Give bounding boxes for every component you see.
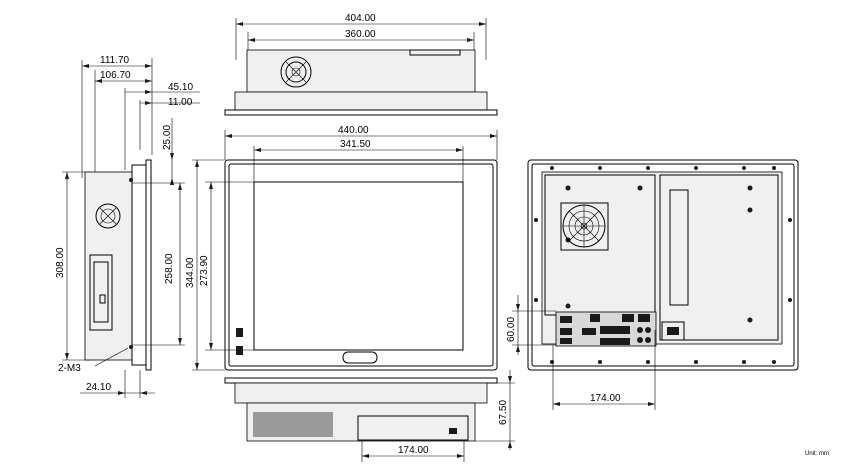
vent-pattern bbox=[253, 412, 333, 437]
side-hole-label: 2-M3 bbox=[58, 363, 81, 374]
top-inner-width-label: 360.00 bbox=[345, 29, 376, 40]
side-fan-icon bbox=[95, 203, 121, 229]
front-outer-width-label: 440.00 bbox=[338, 125, 369, 136]
side-depth-front-label: 45.10 bbox=[168, 82, 193, 93]
front-outer-height-label: 344.00 bbox=[185, 257, 196, 288]
unit-note: Unit: mm bbox=[805, 451, 829, 457]
front-view: 440.00 341.50 344.00 273.90 bbox=[185, 125, 498, 371]
top-view: 404.00 360.00 bbox=[224, 13, 498, 116]
front-screen-width-label: 341.50 bbox=[340, 139, 371, 150]
bottom-view: 67.50 174.00 bbox=[224, 370, 515, 462]
side-height-label: 308.00 bbox=[55, 247, 66, 278]
side-view: 111.70 106.70 45.10 11.00 25.00 258.00 3… bbox=[55, 55, 200, 398]
side-bezel-label: 11.00 bbox=[168, 97, 193, 108]
bottom-offset-label: 174.00 bbox=[398, 445, 429, 456]
rear-io-offset-label: 174.00 bbox=[590, 393, 621, 404]
top-outer-width-label: 404.00 bbox=[345, 13, 376, 24]
side-top-offset-label: 25.00 bbox=[162, 125, 173, 150]
side-mount-spacing-label: 258.00 bbox=[164, 253, 175, 284]
rear-view: 60.00 174.00 bbox=[506, 159, 799, 410]
bottom-depth-label: 67.50 bbox=[498, 400, 509, 425]
top-fan-icon bbox=[280, 56, 312, 88]
side-bottom-offset-label: 24.10 bbox=[86, 382, 111, 393]
rear-fan-icon bbox=[560, 202, 609, 251]
front-screen-height-label: 273.90 bbox=[199, 255, 210, 286]
side-depth-body-label: 106.70 bbox=[100, 70, 131, 81]
rear-io-height-label: 60.00 bbox=[506, 317, 517, 342]
side-depth-total-label: 111.70 bbox=[100, 55, 130, 66]
io-panel bbox=[555, 311, 657, 347]
